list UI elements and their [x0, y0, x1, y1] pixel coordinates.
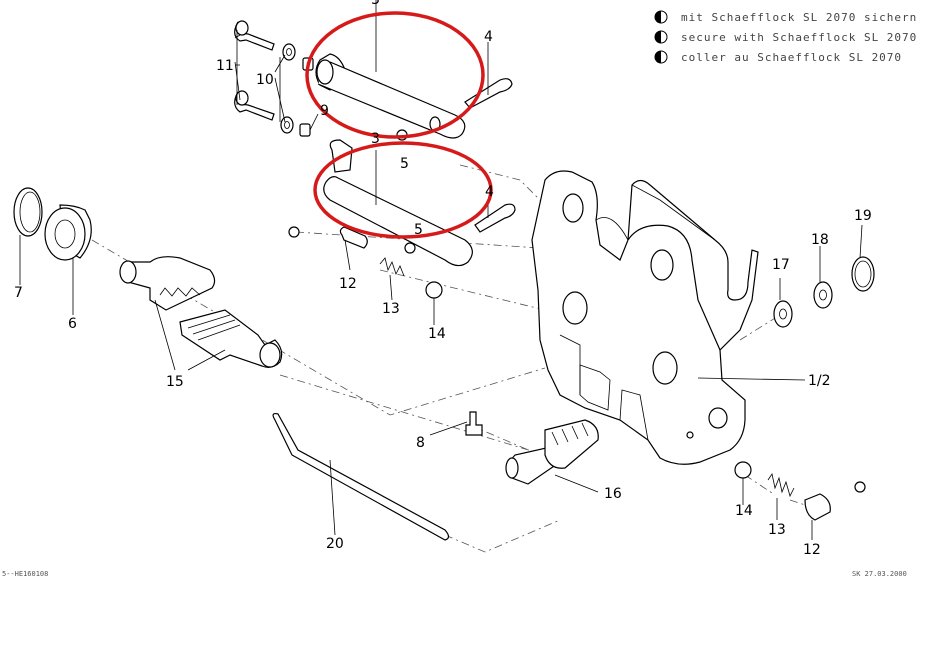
half-circle-icon — [654, 10, 668, 24]
callout-17: 17 — [772, 257, 790, 273]
half-circle-icon — [654, 30, 668, 44]
callout-4-upper: 4 — [484, 29, 493, 45]
callout-19: 19 — [854, 208, 872, 224]
callout-5-lower: 5 — [414, 222, 423, 238]
legend-line-de: mit Schaefflock SL 2070 sichern — [681, 11, 917, 24]
callout-8: 8 — [416, 435, 425, 451]
callout-13-left: 13 — [382, 301, 400, 317]
half-circle-icon — [654, 50, 668, 64]
highlight-circle-upper-pin — [305, 11, 485, 139]
callout-1-2: 1/2 — [808, 373, 831, 389]
callout-14-right: 14 — [735, 503, 753, 519]
callout-4-lower: 4 — [485, 184, 494, 200]
callout-12-right: 12 — [803, 542, 821, 558]
callout-18: 18 — [811, 232, 829, 248]
legend-line-en: secure with Schaefflock SL 2070 — [681, 31, 917, 44]
drawing-date: SK 27.03.2000 — [852, 570, 907, 578]
callout-5-upper: 5 — [400, 156, 409, 172]
callout-10: 10 — [256, 72, 274, 88]
callout-14-left: 14 — [428, 326, 446, 342]
callout-3-lower: 3 — [371, 131, 380, 147]
locking-bolts — [119, 256, 283, 368]
callout-3-upper: 3 — [371, 0, 380, 8]
quick-coupler-housing — [531, 170, 759, 465]
ring-and-bushing — [13, 187, 92, 261]
callout-13-right: 13 — [768, 522, 786, 538]
callout-15: 15 — [166, 374, 184, 390]
legend: mit Schaefflock SL 2070 sichern secure w… — [654, 10, 917, 64]
right-parts — [734, 256, 875, 521]
grease-nipple — [465, 411, 483, 436]
lever-handle — [272, 413, 450, 541]
spring-group-left — [288, 226, 443, 299]
callout-6: 6 — [68, 316, 77, 332]
drawing-number: 5--HE160108 — [2, 570, 48, 578]
highlight-rings — [305, 11, 493, 239]
pin-upper — [315, 53, 513, 139]
callout-11: 11 — [216, 58, 234, 74]
pin-lower — [323, 139, 516, 267]
callout-9: 9 — [320, 103, 329, 119]
gear-shaft — [505, 419, 599, 485]
callout-labels: 3 3 4 4 5 5 6 7 8 9 10 11 12 12 13 13 14… — [14, 0, 872, 558]
callout-20: 20 — [326, 536, 344, 552]
callout-7: 7 — [14, 285, 23, 301]
callout-12-left: 12 — [339, 276, 357, 292]
legend-line-fr: coller au Schaefflock SL 2070 — [681, 51, 902, 64]
highlight-circle-lower-pin — [313, 141, 493, 239]
callout-16: 16 — [604, 486, 622, 502]
leader-lines — [19, 0, 863, 540]
